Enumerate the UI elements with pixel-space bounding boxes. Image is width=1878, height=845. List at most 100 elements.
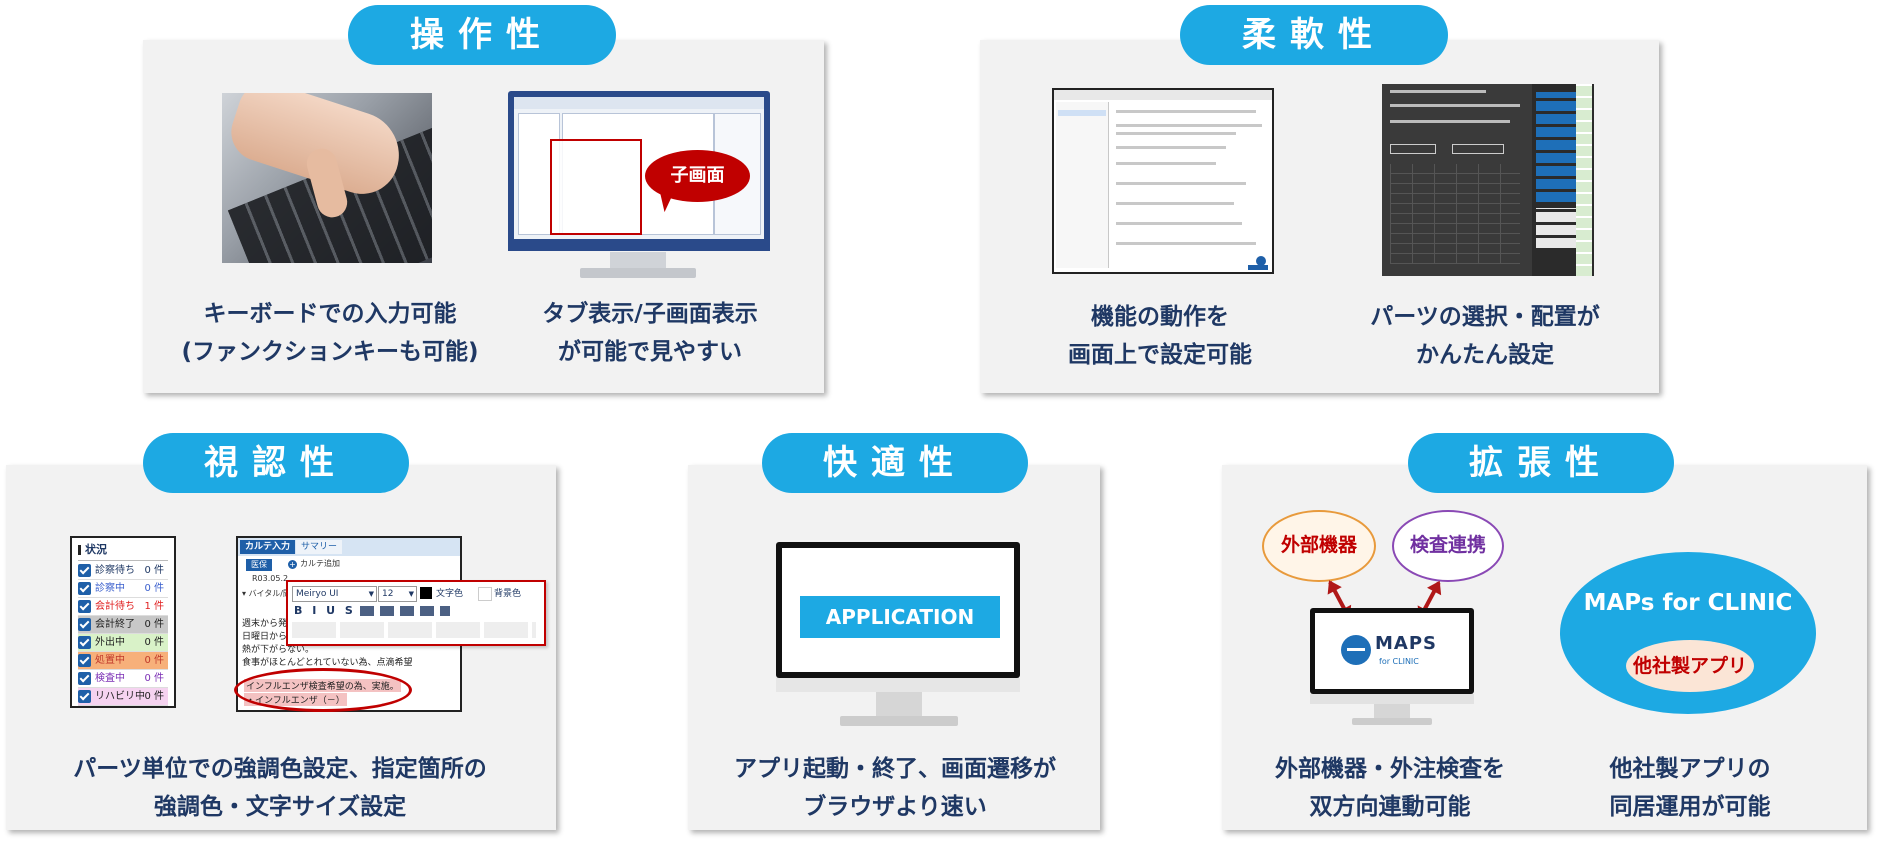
layout-grid [1390,164,1520,264]
chevron-down-icon: ▼ [368,590,374,598]
body-line: 日曜日から38 [242,632,299,642]
format-buttons[interactable]: B I U S [294,604,356,617]
status-count: 0 件 [144,637,164,648]
settings-titlebar [1054,90,1272,100]
status-count: 0 件 [144,619,164,630]
settings-screenshot [1052,88,1274,274]
text-color-swatch[interactable] [420,587,432,599]
checkbox-icon[interactable] [78,671,91,685]
caption-comfort: アプリ起動・終了、画面遷移が ブラウザより速い [734,756,1056,820]
caption-layout: パーツの選択・配置が かんたん設定 [1370,304,1600,368]
monitor-maps-base [1352,718,1432,725]
status-label: 会計待ち [95,601,135,612]
settings-line [1116,110,1256,113]
status-label: 検査中 [95,673,125,684]
checkbox-icon[interactable] [78,653,91,667]
status-count: 1 件 [144,601,164,612]
panel-title-operability: 操作性 [348,5,616,65]
settings-line [1116,182,1246,185]
size-select[interactable]: 12 ▼ [378,586,417,602]
external-device-label: 外部機器 [1280,534,1357,556]
status-header-label: 状況 [85,543,107,556]
align-icons[interactable] [360,606,450,616]
status-row[interactable]: 診察待ち 0 件 [78,562,168,580]
monitor-comfort-screen: APPLICATION [782,548,1014,672]
layout-line [1390,104,1520,107]
editor-vital-line: ▾ バイタル/問 [242,589,291,598]
status-count: 0 件 [144,691,164,702]
tab-karte-input[interactable]: カルテ入力 [240,540,296,554]
body-line: 食事がほとんどとれていない為、点滴希望 [242,658,413,668]
caption-cohab: 他社製アプリの 同居運用が可能 [1609,756,1771,820]
layout-screenshot [1382,84,1594,276]
monitor-comfort-base [840,716,958,726]
application-box[interactable]: APPLICATION [800,596,1000,638]
font-name: Meiryo UI [296,589,339,599]
caption-external: 外部機器・外注検査を 双方向連動可能 [1275,756,1505,820]
panel-title-flexibility: 柔軟性 [1180,5,1448,65]
pulse-line [1347,648,1365,651]
other-app-oval: 他社製アプリ [1626,640,1754,692]
body-line: 熱が下がらない。 [242,645,315,655]
panel-title-visibility: 視認性 [143,433,409,493]
checkbox-icon[interactable] [78,617,91,631]
bubble-lab-link: 検査連携 [1392,510,1504,582]
status-count: 0 件 [144,565,164,576]
body-line: 週末から発熱 [242,619,297,629]
other-app-label: 他社製アプリ [1632,655,1747,677]
settings-ok-button [1248,265,1268,270]
editor-subbar: 医保 + カルテ追加 [238,557,460,573]
status-row[interactable]: 処置中 0 件 [78,652,168,670]
tab-insurance[interactable]: 医保 [246,559,272,571]
chevron-down-icon: ▼ [408,590,414,598]
child-window-box [550,139,642,235]
status-label: 診察待ち [95,565,135,576]
bg-color-swatch[interactable] [478,587,492,601]
tab-summary[interactable]: サマリー [296,540,343,554]
screen-toolbar [514,97,764,109]
maps-cohab-label: MAPs for CLINIC [1583,590,1793,616]
caption-visibility: パーツ単位での強調色設定、指定箇所の 強調色・文字サイズ設定 [73,756,487,820]
status-row[interactable]: 外出中 0 件 [78,634,168,652]
settings-line [1116,202,1234,205]
callout-child-window: 子画面 [645,150,750,202]
layout-button [1390,144,1436,154]
checkbox-icon[interactable] [78,635,91,649]
monitor-base [580,268,696,278]
checkbox-icon[interactable] [78,581,91,595]
settings-line [1116,124,1262,127]
monitor-maps: MAPS for CLINIC [1310,608,1474,694]
layout-line [1390,90,1486,93]
status-label: 外出中 [95,637,125,648]
callout-label: 子画面 [670,165,725,186]
settings-line [1116,242,1256,245]
vital-label: バイタル/問 [248,589,291,598]
monitor-chin [508,245,770,251]
settings-nav [1056,102,1109,268]
checkbox-icon[interactable] [78,563,91,577]
status-count: 0 件 [144,655,164,666]
editor-tabbar: カルテ入力 サマリー [238,538,460,556]
format-toolbar: Meiryo UI ▼ 12 ▼ 文字色 背景色 B I U S [286,580,546,646]
status-row[interactable]: 会計待ち 1 件 [78,598,168,616]
lab-link-label: 検査連携 [1409,534,1486,556]
add-karte-icon[interactable]: + [288,560,297,569]
status-label: 処置中 [95,655,125,666]
font-select[interactable]: Meiryo UI ▼ [292,586,377,602]
bg-color-label[interactable]: 背景色 [494,589,522,599]
panel-title-extensibility: 拡張性 [1408,433,1674,493]
font-size: 12 [382,589,394,599]
monitor-maps-stand [1374,704,1410,720]
monitor-maps-chin [1310,694,1474,704]
color-palette[interactable] [292,622,536,638]
checkbox-icon[interactable] [78,689,91,703]
checkbox-icon[interactable] [78,599,91,613]
panel-title-comfort: 快適性 [762,433,1028,493]
settings-line [1116,162,1216,165]
text-color-label[interactable]: 文字色 [436,589,464,599]
